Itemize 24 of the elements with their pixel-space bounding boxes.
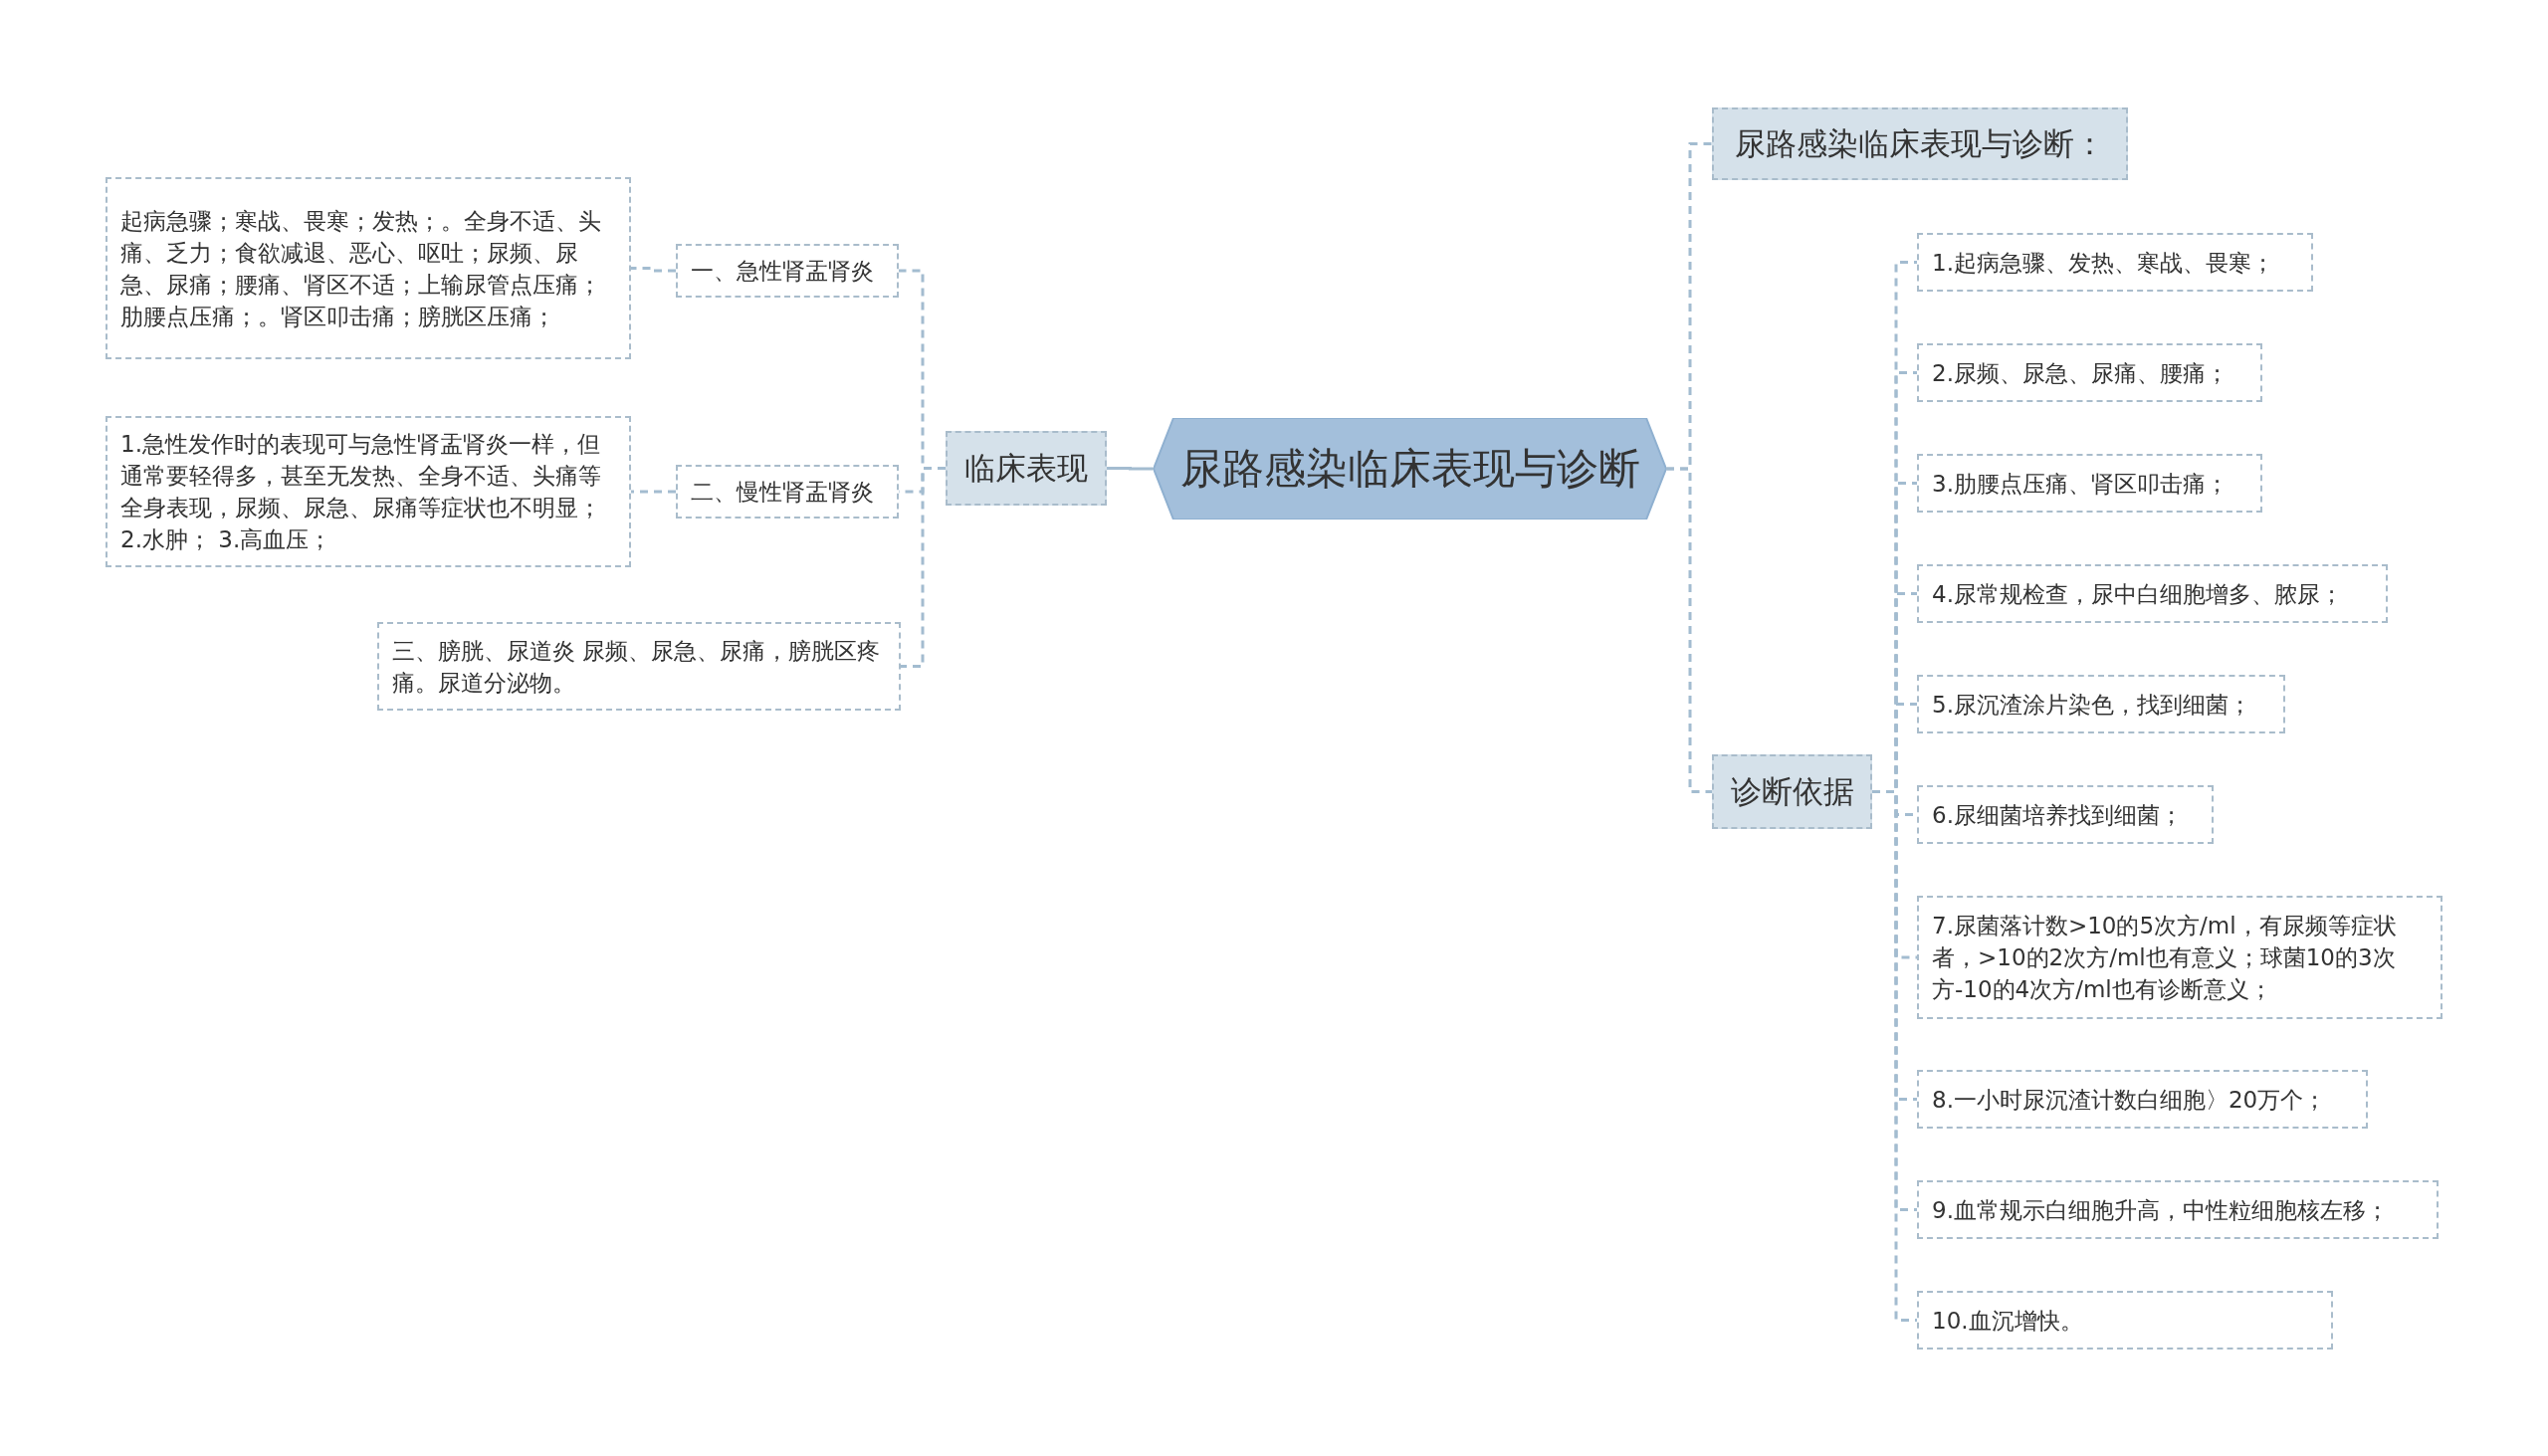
connector-line [631,490,676,494]
subtopic-box: 三、膀胱、尿道炎 尿频、尿急、尿痛，膀胱区疼痛。尿道分泌物。 [377,622,901,711]
note-box: 起病急骤；寒战、畏寒；发热；。全身不适、头痛、乏力；食欲减退、恶心、呕吐；尿频、尿急、尿痛；腰痛、肾区不适；上输尿管点压痛；肋腰点压痛；。肾区叩击痛；膀胱区压痛； [106,177,631,359]
item-box: 4.尿常规检查，尿中白细胞增多、脓尿； [1917,564,2388,623]
connector-line [1666,467,1712,793]
item-box: 3.肋腰点压痛、肾区叩击痛； [1917,454,2262,513]
topic-box: 临床表现 [946,431,1107,506]
item-box: 9.血常规示白细胞升高，中性粒细胞核左移； [1917,1180,2439,1239]
connector-line [901,467,946,668]
mind-map-root: 尿路感染临床表现与诊断 [1154,418,1666,520]
item-box: 1.起病急骤、发热、寒战、畏寒； [1917,233,2313,292]
item-box: 6.尿细菌培养找到细菌； [1917,785,2214,844]
note-box: 1.急性发作时的表现可与急性肾盂肾炎一样，但通常要轻得多，甚至无发热、全身不适、头痛等全身表现，尿频、尿急、尿痛等症状也不明显； 2.水肿； 3.高血压； [106,416,631,567]
item-box: 7.尿菌落计数>10的5次方/ml，有尿频等症状者，>10的2次方/ml也有意义；球菌10的3次方-10的4次方/ml也有诊断意义； [1917,896,2442,1019]
subtopic-box: 一、急性肾盂肾炎 [676,244,899,298]
item-box: 5.尿沉渣涂片染色，找到细菌； [1917,675,2285,733]
connector-line [631,267,676,273]
item-box: 8.一小时尿沉渣计数白细胞〉20万个； [1917,1070,2368,1129]
item-box: 10.血沉增快。 [1917,1291,2333,1350]
topic-box: 诊断依据 [1712,754,1872,829]
subtopic-box: 二、慢性肾盂肾炎 [676,465,899,519]
item-box: 2.尿频、尿急、尿痛、腰痛； [1917,343,2262,402]
connector-line [1107,467,1154,471]
topic-box: 尿路感染临床表现与诊断： [1712,107,2128,180]
